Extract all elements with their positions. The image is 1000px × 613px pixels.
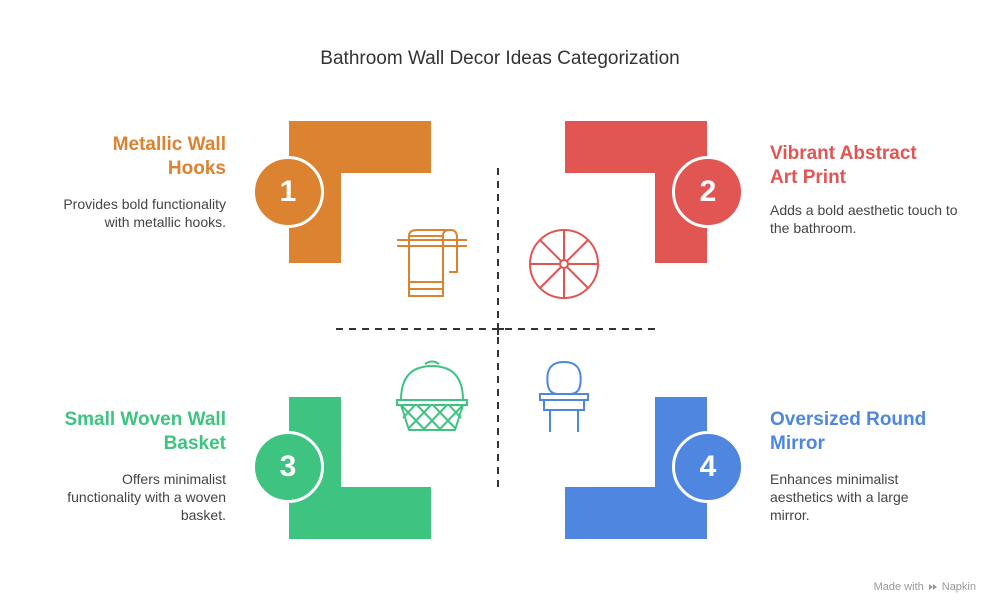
quadrant-2-description: Adds a bold aesthetic touch to the bathr…	[770, 202, 958, 236]
quadrant-3-heading: Small Woven Wall Basket	[64, 409, 226, 454]
quadrant-2-shape	[565, 121, 707, 263]
mirror-icon	[539, 360, 589, 432]
quadrant-1-number: 1	[252, 156, 324, 228]
quadrant-1-shape	[289, 121, 431, 263]
quadrant-4-heading: Oversized Round Mirror	[770, 409, 927, 454]
wheel-art-icon	[529, 229, 599, 299]
quadrant-3-shape	[289, 397, 431, 539]
quadrant-1-heading: Metallic Wall Hooks	[112, 134, 226, 179]
quadrant-2-number: 2	[672, 156, 744, 228]
quadrant-4-description: Enhances minimalist aesthetics with a la…	[770, 471, 909, 523]
watermark-prefix: Made with	[873, 581, 924, 593]
quadrant-4-shape	[565, 397, 707, 539]
made-with-napkin-watermark: Made with Napkin	[874, 581, 976, 593]
watermark-brand: Napkin	[941, 581, 976, 593]
quadrant-3-description: Offers minimalist functionality with a w…	[67, 471, 226, 523]
towel-rack-icon	[397, 229, 467, 297]
diagram-title: Bathroom Wall Decor Ideas Categorization	[320, 48, 680, 69]
quadrant-2-heading: Vibrant Abstract Art Print	[770, 143, 917, 188]
basket-icon	[396, 360, 468, 431]
quadrant-1-description: Provides bold functionality with metalli…	[63, 196, 226, 230]
napkin-logo-icon	[928, 584, 937, 590]
quadrant-3-number: 3	[252, 431, 324, 503]
quadrant-4-number: 4	[672, 431, 744, 503]
